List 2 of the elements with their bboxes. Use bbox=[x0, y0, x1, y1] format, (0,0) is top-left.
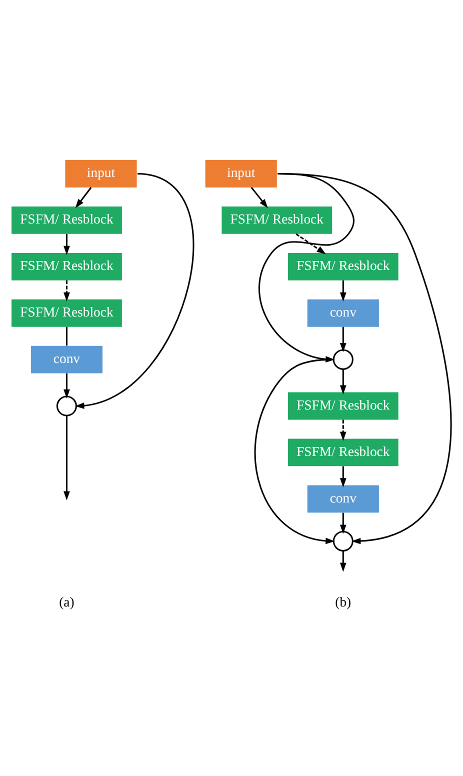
label: (b) bbox=[335, 594, 352, 610]
label: (a) bbox=[59, 594, 74, 610]
